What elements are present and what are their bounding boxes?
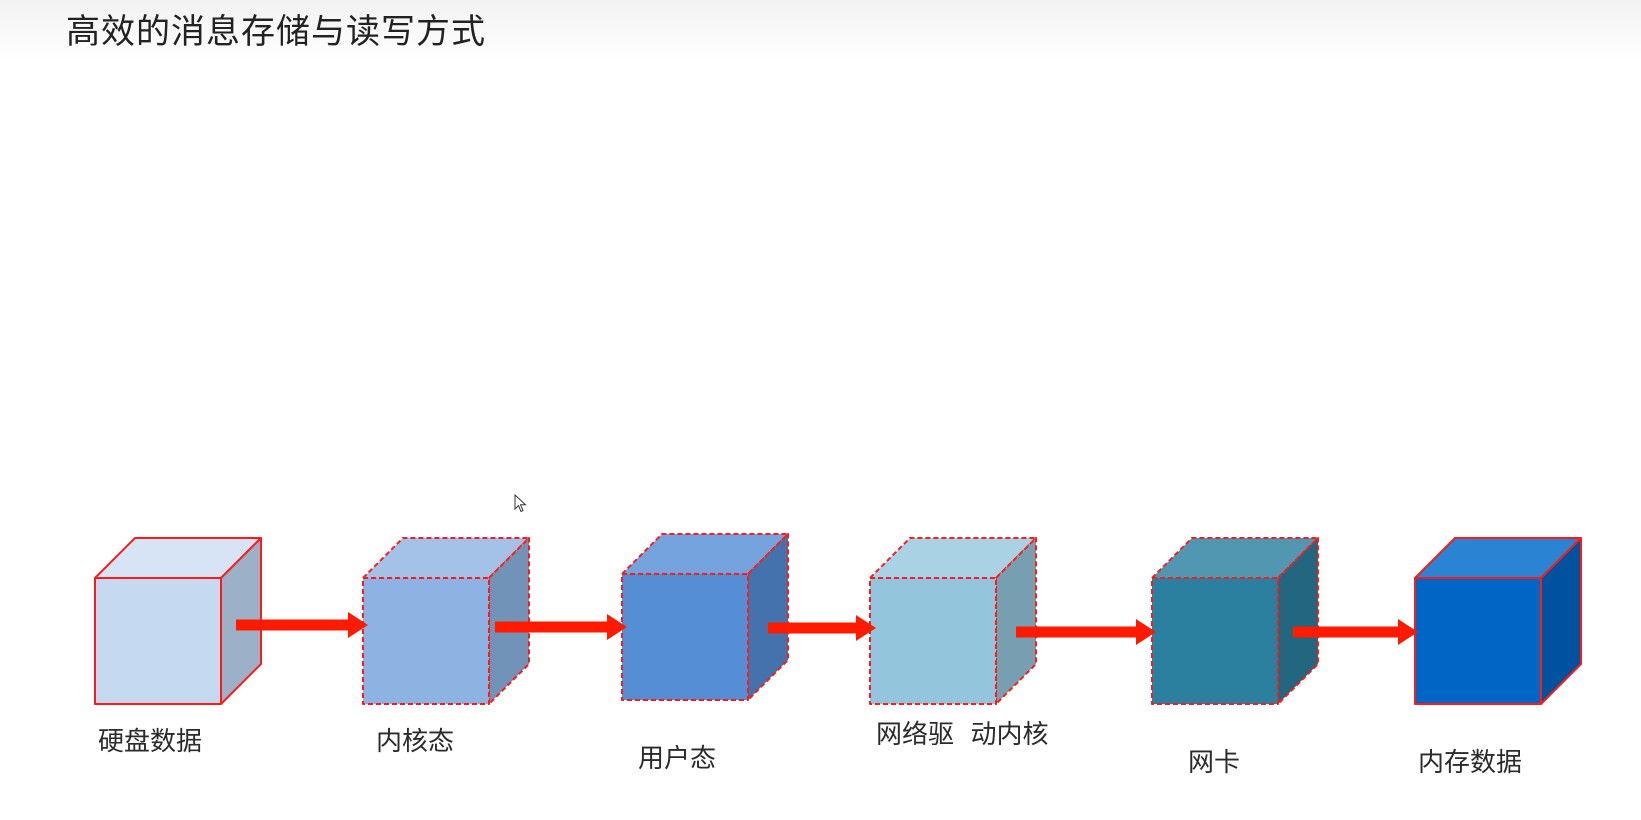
cube-5 — [1152, 538, 1318, 704]
node-label: 内核态 — [376, 721, 454, 758]
node-label: 内存数据 — [1418, 742, 1522, 779]
cube-6 — [1415, 538, 1581, 704]
node-label: 硬盘数据 — [98, 721, 202, 758]
cube-3 — [622, 534, 788, 700]
cube-front-face — [870, 578, 996, 704]
cube-front-face — [1152, 578, 1278, 704]
flow-arrow-4 — [1016, 619, 1156, 645]
node-label: 网卡 — [1188, 742, 1240, 779]
cube-front-face — [95, 578, 221, 704]
node-label: 网络驱 动内核 — [876, 714, 1049, 751]
cube-front-face — [363, 578, 489, 704]
cube-front-face — [1415, 578, 1541, 704]
cube-4 — [870, 538, 1036, 704]
node-label: 用户态 — [638, 738, 716, 775]
cube-front-face — [622, 574, 748, 700]
cube-2 — [363, 538, 529, 704]
mouse-pointer-icon — [514, 494, 528, 514]
